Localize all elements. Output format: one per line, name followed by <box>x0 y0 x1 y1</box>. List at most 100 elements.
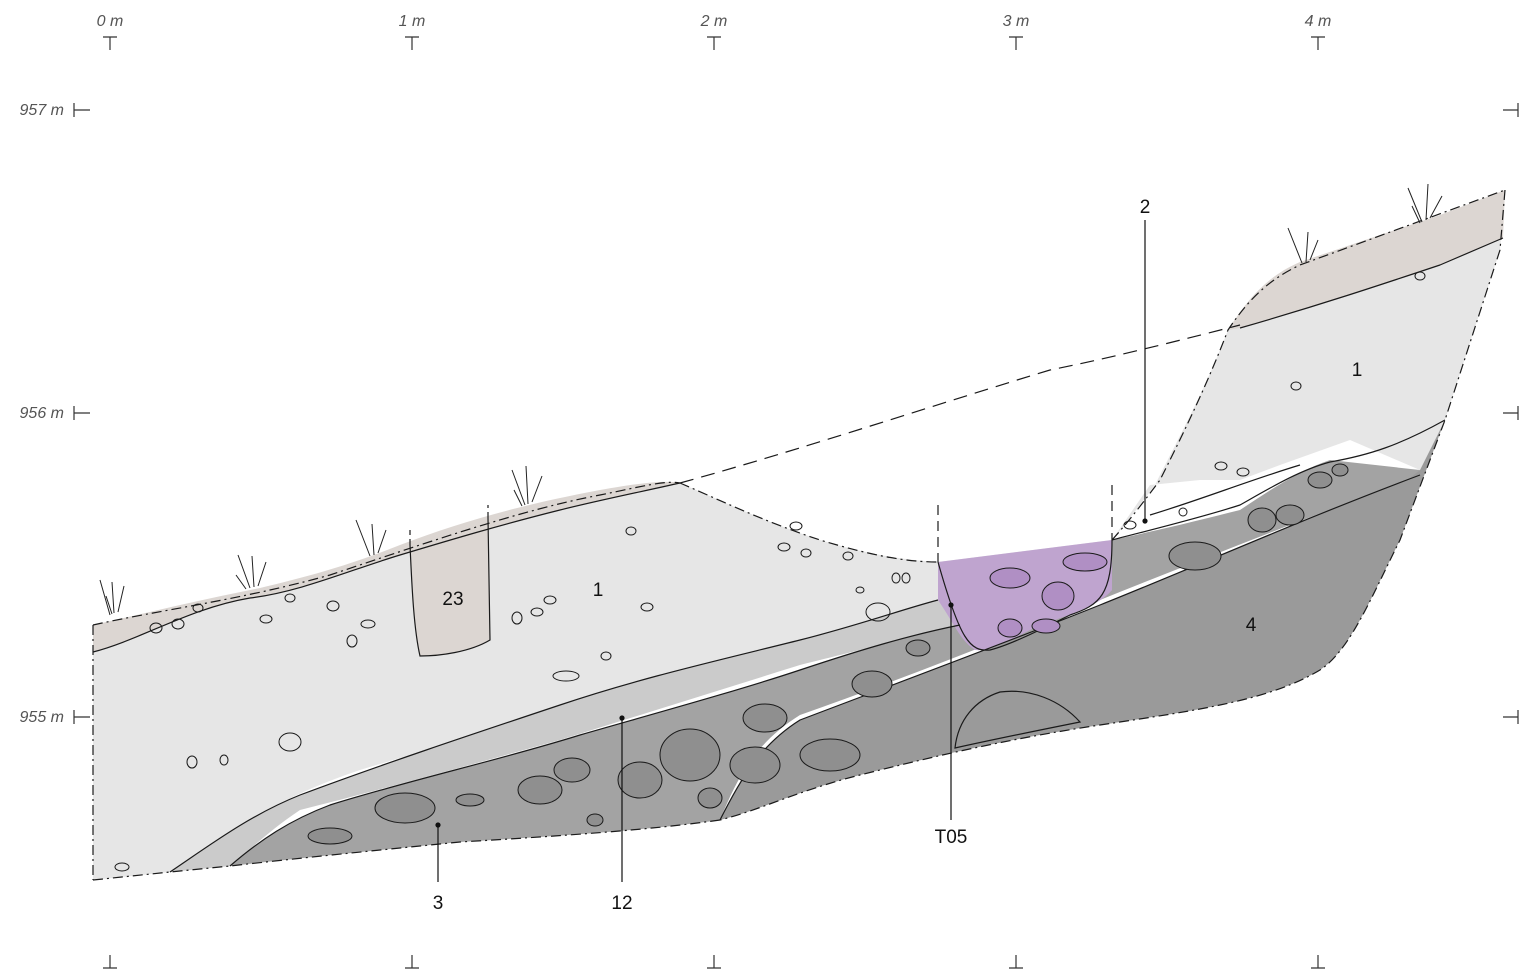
stone <box>901 572 911 584</box>
stone <box>625 526 637 536</box>
grass-icon <box>511 465 543 507</box>
stone <box>1214 461 1228 471</box>
boundary-1-12 <box>169 599 939 873</box>
grass-icon <box>1287 227 1319 264</box>
stone <box>1290 381 1302 391</box>
stone <box>326 600 340 612</box>
leader-dot-t05 <box>948 602 954 608</box>
leader-dot-3 <box>435 822 441 828</box>
layer-1-label-left: 1 <box>593 580 604 601</box>
layer-1-label-right: 1 <box>1352 360 1363 381</box>
boundary-12-3 <box>229 624 961 867</box>
layer-3-label: 3 <box>433 893 444 914</box>
boundary-3-4 <box>719 474 1421 821</box>
stone <box>1168 541 1222 571</box>
y-label-956: 956 m <box>20 405 64 422</box>
stone <box>1031 618 1061 634</box>
stone <box>1414 271 1426 281</box>
stone <box>114 862 130 872</box>
stone <box>799 738 861 772</box>
boundary-2-lower <box>1149 464 1301 516</box>
y-label-957: 957 m <box>20 102 64 119</box>
stone <box>789 521 803 531</box>
layer-1-fill <box>93 193 1505 880</box>
y-scale: 957 m 956 m 955 m <box>20 102 1519 726</box>
stone <box>307 827 353 845</box>
x-scale-top: 0 m 1 m 2 m 3 m 4 m <box>97 13 1332 50</box>
stone <box>219 754 229 766</box>
stone <box>171 618 185 630</box>
stone <box>851 670 893 698</box>
stone <box>543 595 557 605</box>
stone <box>1307 471 1333 489</box>
x-scale-bottom <box>103 955 1325 969</box>
x-label-0: 0 m <box>97 13 124 30</box>
x-tick-bottom-3 <box>1009 955 1023 969</box>
stone <box>511 611 523 625</box>
y-label-955: 955 m <box>20 709 64 726</box>
stone <box>729 746 781 784</box>
boundary-1-2-right <box>1111 419 1446 541</box>
feature-t05-label: T05 <box>935 827 968 848</box>
stone <box>149 622 163 634</box>
stone <box>278 732 302 752</box>
stone <box>284 593 296 603</box>
stone <box>1247 507 1277 533</box>
layer-2-label: 2 <box>1140 197 1151 218</box>
stone <box>346 634 358 648</box>
x-label-2: 2 m <box>700 13 728 30</box>
x-tick-top-0 <box>103 36 117 50</box>
stone <box>905 639 931 657</box>
feature-t05-outline <box>937 539 1113 651</box>
grass-icon <box>235 554 267 590</box>
x-tick-top-1 <box>405 36 419 50</box>
stone <box>1178 507 1188 517</box>
stones-layer-1 <box>114 271 1426 872</box>
leader-dot-2 <box>1142 518 1148 524</box>
feature-23-outline <box>409 517 491 657</box>
layer-12-fill <box>170 600 960 872</box>
stone <box>192 603 204 613</box>
x-label-4: 4 m <box>1305 13 1332 30</box>
right-section-edge <box>719 189 1506 821</box>
feature-23-top-dashed <box>409 505 489 545</box>
y-tick-right-956 <box>1503 406 1519 420</box>
stone <box>586 813 604 827</box>
stone <box>1331 463 1349 477</box>
stone <box>360 619 376 629</box>
stone <box>777 542 791 552</box>
x-tick-top-3 <box>1009 36 1023 50</box>
topsoil-boundary-left <box>92 482 681 653</box>
feature-23-label: 23 <box>442 589 463 610</box>
ground-surface-left <box>92 481 681 626</box>
y-tick-left-957 <box>73 103 90 117</box>
stone <box>600 651 612 661</box>
stone <box>186 755 198 769</box>
stones-layer-3-4 <box>307 463 1349 845</box>
stone <box>530 607 544 617</box>
grass-icon <box>99 579 125 616</box>
layer-boundaries <box>92 189 1506 881</box>
y-tick-right-957 <box>1503 103 1519 117</box>
layer-12-label: 12 <box>611 893 632 914</box>
stone <box>1123 520 1137 530</box>
ground-surface-right <box>1111 189 1506 541</box>
stone <box>1062 552 1108 572</box>
layer-3-fill <box>230 460 1420 866</box>
layer-fills <box>93 190 1505 880</box>
stone <box>989 567 1031 589</box>
stone <box>742 703 788 733</box>
stone <box>552 670 580 682</box>
y-tick-left-956 <box>73 406 90 420</box>
stone <box>891 572 901 584</box>
stone <box>659 728 721 782</box>
bottom-section-edge <box>92 819 721 881</box>
stone <box>997 618 1023 638</box>
x-tick-bottom-2 <box>707 955 721 969</box>
stone <box>640 602 654 612</box>
grass-icon <box>355 519 387 557</box>
y-tick-left-955 <box>73 710 90 724</box>
stone <box>842 551 854 561</box>
feature-23-fill <box>410 518 490 656</box>
